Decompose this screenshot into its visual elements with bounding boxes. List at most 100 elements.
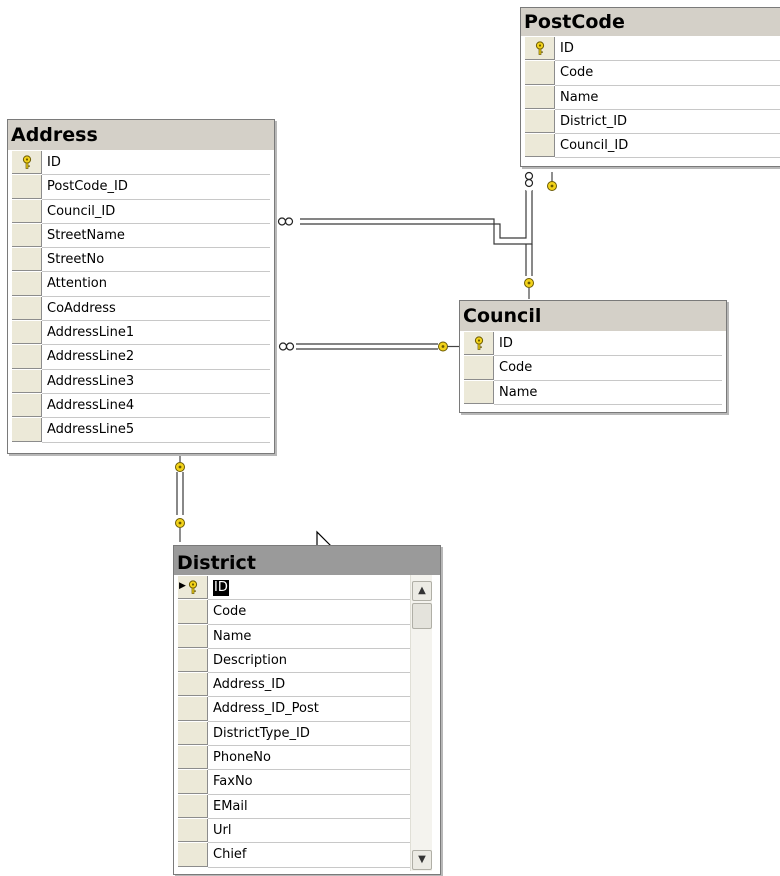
row-selector[interactable] — [178, 794, 208, 818]
key-end-icon — [547, 172, 557, 191]
table-row[interactable]: ID — [525, 37, 780, 62]
row-selector[interactable] — [178, 673, 208, 697]
column-name: Council_ID — [47, 203, 116, 219]
row-selector[interactable] — [12, 272, 42, 296]
scroll-up-button[interactable]: ▲ — [412, 581, 432, 601]
table-row[interactable]: Name — [525, 85, 780, 110]
row-selector[interactable] — [12, 296, 42, 321]
table-row[interactable]: AddressLine2 — [12, 345, 270, 370]
column-name: Code — [560, 65, 594, 81]
column-name: AddressLine3 — [47, 373, 135, 389]
scroll-thumb[interactable] — [412, 603, 432, 629]
row-selector[interactable] — [178, 746, 208, 770]
key-end-icon — [438, 341, 459, 352]
table-row[interactable]: District_ID — [525, 109, 780, 135]
table-title[interactable]: Council — [460, 301, 726, 331]
table-title[interactable]: Address — [8, 120, 274, 150]
row-selector[interactable] — [12, 321, 42, 345]
table-row[interactable]: StreetNo — [12, 248, 270, 273]
row-selector[interactable] — [12, 345, 42, 369]
table-row[interactable]: PhoneNo — [178, 746, 410, 771]
table-row[interactable]: Name — [178, 624, 410, 649]
row-selector[interactable] — [178, 843, 208, 867]
table-row[interactable]: Chief — [178, 843, 410, 868]
table-row[interactable]: PostCode_ID — [12, 175, 270, 200]
column-name: Description — [213, 652, 288, 668]
table-row[interactable]: Code — [464, 356, 722, 381]
row-selector[interactable] — [525, 61, 555, 85]
table-row[interactable]: StreetName — [12, 223, 270, 249]
table-row[interactable]: Council_ID — [525, 134, 780, 159]
row-selector[interactable] — [178, 818, 208, 843]
table-row[interactable]: AddressLine3 — [12, 369, 270, 394]
table-row[interactable]: EMail — [178, 794, 410, 819]
column-name: ID — [560, 41, 574, 56]
table-title[interactable]: District — [174, 546, 440, 575]
row-selector[interactable] — [525, 109, 555, 134]
row-selector[interactable] — [12, 393, 42, 418]
vertical-scrollbar[interactable]: ▲ ▼ — [410, 575, 432, 871]
column-name: Code — [499, 360, 533, 376]
row-selector[interactable] — [178, 697, 208, 721]
row-selector[interactable]: ▶ — [178, 576, 208, 600]
row-selector[interactable] — [178, 721, 208, 746]
row-divider — [42, 344, 270, 346]
table-row[interactable]: Url — [178, 818, 410, 844]
row-selector[interactable] — [12, 175, 42, 199]
row-divider — [42, 441, 270, 443]
row-divider — [208, 696, 410, 698]
column-name: StreetNo — [47, 252, 105, 268]
row-divider — [42, 295, 270, 297]
table-row[interactable]: ▶ID — [178, 576, 410, 601]
table-row[interactable]: Council_ID — [12, 199, 270, 224]
table-row[interactable]: Name — [464, 380, 722, 405]
column-name: CoAddress — [47, 300, 116, 316]
row-selector[interactable] — [525, 85, 555, 109]
table-row[interactable]: DistrictType_ID — [178, 721, 410, 747]
column-name: Attention — [47, 276, 107, 292]
scroll-down-button[interactable]: ▼ — [412, 850, 432, 870]
row-selector[interactable] — [12, 223, 42, 248]
table-row[interactable]: Code — [525, 61, 780, 86]
row-selector[interactable] — [12, 248, 42, 272]
row-selector[interactable] — [464, 380, 494, 404]
table-title[interactable]: PostCode — [521, 8, 780, 36]
row-divider — [555, 60, 780, 62]
column-name: Name — [213, 628, 252, 644]
row-selector[interactable] — [525, 134, 555, 158]
row-selector[interactable] — [525, 37, 555, 61]
row-divider — [208, 599, 410, 601]
row-selector[interactable] — [464, 332, 494, 356]
row-selector[interactable] — [178, 770, 208, 794]
table-row[interactable]: CoAddress — [12, 296, 270, 322]
row-selector[interactable] — [178, 600, 208, 624]
table-row[interactable]: Description — [178, 648, 410, 674]
row-selector[interactable] — [12, 418, 42, 442]
row-selector[interactable] — [178, 624, 208, 648]
table-row[interactable]: ID — [464, 332, 722, 357]
table-row[interactable]: AddressLine1 — [12, 321, 270, 346]
table-row[interactable]: ID — [12, 151, 270, 176]
row-selector[interactable] — [464, 356, 494, 380]
table-row[interactable]: AddressLine4 — [12, 393, 270, 419]
table-row[interactable]: FaxNo — [178, 770, 410, 795]
table-row[interactable]: Code — [178, 600, 410, 625]
line-address-council — [296, 343, 438, 350]
table-row[interactable]: Address_ID_Post — [178, 697, 410, 722]
row-selector[interactable] — [12, 199, 42, 223]
table-row[interactable]: Address_ID — [178, 673, 410, 698]
column-name: DistrictType_ID — [213, 725, 310, 741]
row-divider — [42, 222, 270, 224]
table-row[interactable]: AddressLine5 — [12, 418, 270, 443]
many-end-icon — [277, 171, 534, 226]
row-selector[interactable] — [12, 151, 42, 175]
row-selector[interactable] — [12, 369, 42, 393]
row-selector[interactable] — [178, 648, 208, 673]
row-divider — [555, 108, 780, 110]
table-row[interactable]: Attention — [12, 272, 270, 297]
